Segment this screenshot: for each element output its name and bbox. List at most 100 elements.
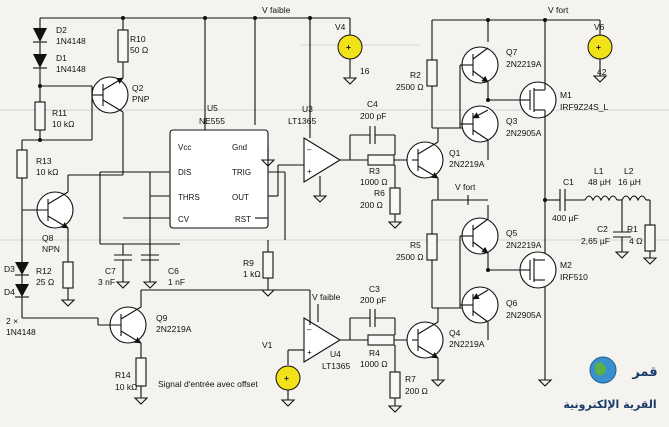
svg-text:+: +: [284, 373, 289, 383]
part-value: 1N4148: [56, 64, 86, 74]
ground-symbols: [60, 75, 608, 413]
ic-pin-label: TRIG: [232, 168, 251, 177]
voltage-source-v6: +: [587, 34, 613, 76]
capacitor-c7: [100, 243, 180, 282]
source-value: 42: [597, 67, 607, 77]
resistor-r1: [642, 224, 658, 265]
svg-text:–: –: [307, 145, 312, 154]
rail-v-faible-top: [40, 16, 351, 35]
part-name: R4: [369, 348, 380, 358]
ic-name: U5: [207, 103, 218, 113]
part-name: D1: [56, 53, 67, 63]
part-value: 200 pF: [360, 111, 386, 121]
part-name: R10: [130, 34, 146, 44]
part-value: 25 Ω: [36, 277, 54, 287]
ic-pin-label: THRS: [178, 193, 200, 202]
ic-ne555: Vcc Gnd DIS TRIG THRS OUT CV RST: [99, 18, 304, 262]
part-name: M2: [560, 260, 572, 270]
resistor-r13: [16, 86, 93, 210]
source-name: V4: [335, 22, 346, 32]
source-name: V1: [262, 340, 273, 350]
input-label: Signal d'entrée avec offset: [158, 379, 258, 389]
diode-d4: [15, 275, 98, 319]
part-name: C7: [105, 266, 116, 276]
opamp-u4: – +: [288, 290, 368, 363]
part-value: PNP: [132, 94, 150, 104]
part-name: C1: [563, 177, 574, 187]
resistor-r9: [262, 240, 274, 290]
part-name: R2: [410, 70, 421, 80]
svg-text:–: –: [307, 325, 312, 334]
part-value: 2,65 µF: [581, 236, 610, 246]
part-value: 1 kΩ: [243, 269, 261, 279]
part-name: Q3: [506, 116, 518, 126]
part-value: 2N2219A: [449, 339, 485, 349]
ic-pin-label: OUT: [232, 193, 249, 202]
capacitor-c4: [349, 126, 396, 160]
part-value: 200 Ω: [405, 386, 428, 396]
part-name: Q1: [449, 148, 461, 158]
svg-text:+: +: [307, 348, 312, 357]
transistor-q1: [406, 128, 444, 200]
part-value: 400 µF: [552, 213, 579, 223]
part-value: NPN: [42, 244, 60, 254]
part-name: L2: [624, 166, 634, 176]
rail-label: V faible: [262, 5, 291, 15]
part-value: 1 nF: [168, 277, 185, 287]
part-name: D3: [4, 264, 15, 274]
part-value: 50 Ω: [130, 45, 148, 55]
transistor-q3: [460, 98, 520, 160]
svg-text:+: +: [307, 167, 312, 176]
resistor-r12: [62, 261, 74, 300]
part-value: 1000 Ω: [360, 177, 388, 187]
part-value: 2N2905A: [506, 310, 542, 320]
part-name: C3: [369, 284, 380, 294]
part-value: 2N2219A: [506, 59, 542, 69]
transistor-q9: [97, 289, 310, 358]
part-name: Q7: [506, 47, 518, 57]
part-name: C4: [367, 99, 378, 109]
part-name: D4: [4, 287, 15, 297]
opamp-u3: – +: [303, 18, 368, 203]
transistor-q4: [406, 308, 444, 380]
part-value: 16 µH: [618, 177, 641, 187]
part-value: IRF510: [560, 272, 588, 282]
part-value: 3 nF: [98, 277, 115, 287]
ic-part: NE555: [199, 116, 225, 126]
source-value: 16: [360, 66, 370, 76]
part-name: R3: [369, 166, 380, 176]
part-value: 10 kΩ: [36, 167, 58, 177]
part-name: Q9: [156, 313, 168, 323]
output-filter: [543, 189, 585, 211]
part-value: 10 kΩ: [115, 382, 137, 392]
part-value: 4 Ω: [629, 236, 642, 246]
part-name: R11: [52, 108, 67, 118]
part-value: 48 µH: [588, 177, 611, 187]
ic-pin-label: DIS: [178, 168, 191, 177]
diode-d1: [33, 54, 92, 88]
part-name: Q4: [449, 328, 461, 338]
part-name: M1: [560, 90, 572, 100]
resistor-r6: [389, 165, 401, 222]
capacitor-c2: [613, 200, 631, 259]
part-value: 2N2219A: [156, 324, 192, 334]
ic-pin-label: CV: [178, 215, 190, 224]
ic-pin-label: RST: [235, 215, 251, 224]
svg-text:+: +: [346, 42, 351, 52]
part-name: Q5: [506, 228, 518, 238]
opamp-name: U4: [330, 349, 341, 359]
diode-d2: [33, 18, 47, 54]
part-count: 2 ×: [6, 316, 18, 326]
part-name: Q8: [42, 233, 54, 243]
part-value: 1000 Ω: [360, 359, 388, 369]
transistor-q6: [460, 268, 520, 340]
resistor-r7: [389, 345, 401, 406]
opamp-part: LT1365: [288, 116, 316, 126]
part-value: IRF9Z24S_L: [560, 102, 608, 112]
ic-pin-label: Gnd: [232, 143, 247, 152]
part-value: 1N4148: [6, 327, 36, 337]
part-name: Q6: [506, 298, 518, 308]
part-value: 2N2905A: [506, 128, 542, 138]
part-value: 200 pF: [360, 295, 386, 305]
